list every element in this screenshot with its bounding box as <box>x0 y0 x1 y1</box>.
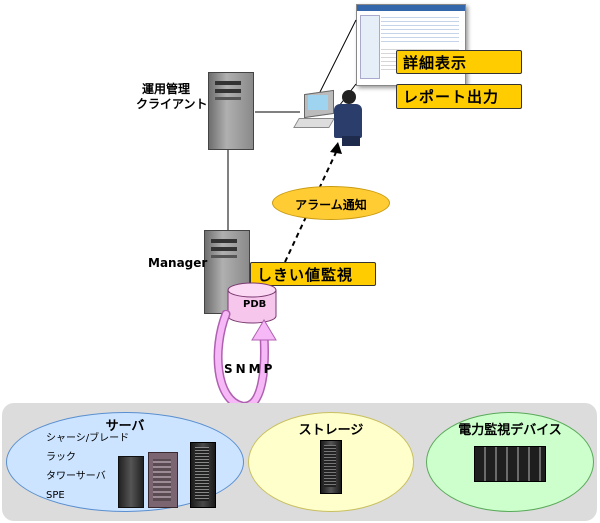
report-output-label: レポート出力 <box>403 88 500 106</box>
client-server-icon <box>208 72 254 150</box>
user-pc-icon <box>293 89 368 148</box>
alarm-arrowhead <box>330 142 342 154</box>
server-item-tower: タワーサーバ <box>46 471 106 482</box>
blade-chassis-icon <box>118 456 144 508</box>
power-group-title: 電力監視デバイス <box>458 423 562 438</box>
power-devices-icon <box>474 446 546 482</box>
alarm-notification-ellipse: アラーム通知 <box>272 186 390 220</box>
detail-view-box: 詳細表示 <box>396 50 522 74</box>
manager-server-icon <box>204 230 250 314</box>
detail-view-label: 詳細表示 <box>403 53 468 72</box>
storage-group-title: ストレージ <box>298 423 364 438</box>
threshold-label: しきい値監視 <box>257 265 354 284</box>
rack-server-icon <box>148 452 178 508</box>
client-label-1: 運用管理 <box>142 82 191 96</box>
tower-server-icon <box>190 442 216 508</box>
pdb-label: PDB <box>243 299 267 310</box>
manager-label: Manager <box>148 256 208 270</box>
server-item-spe: SPE <box>46 490 65 501</box>
server-item-chassis: シャーシ/ブレード <box>46 433 130 444</box>
snmp-label: SNMP <box>224 362 276 376</box>
server-item-rack: ラック <box>46 452 76 463</box>
report-output-box: レポート出力 <box>396 84 522 109</box>
alarm-label: アラーム通知 <box>295 198 367 212</box>
storage-icon <box>320 440 342 494</box>
client-label-2: クライアント <box>136 97 208 111</box>
alarm-arrow <box>284 147 339 263</box>
threshold-monitor-box: しきい値監視 <box>250 262 376 286</box>
server-group-title: サーバ <box>105 419 145 434</box>
